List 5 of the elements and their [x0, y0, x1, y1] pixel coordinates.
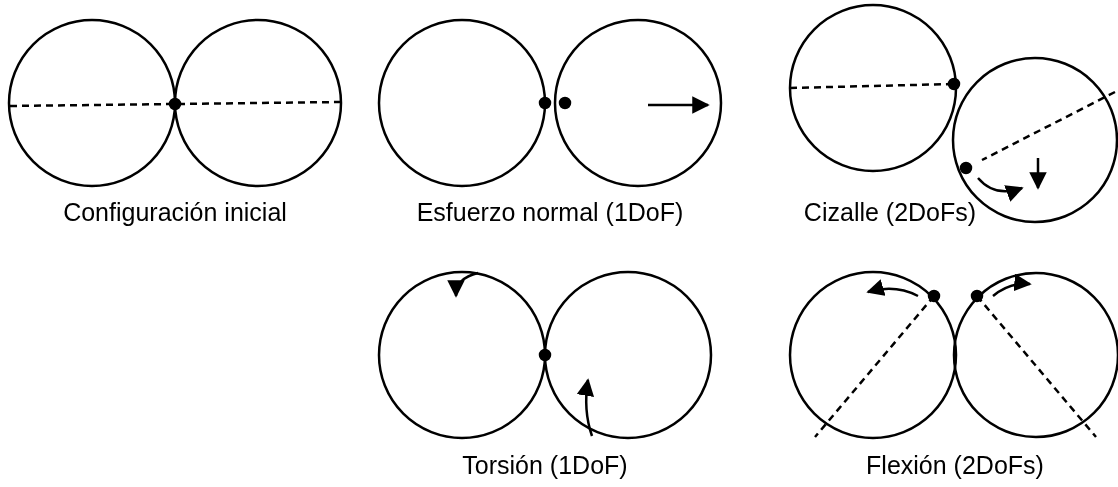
caption: Torsión (1DoF)	[462, 450, 628, 480]
caption: Esfuerzo normal (1DoF)	[416, 197, 684, 227]
caption: Configuración inicial	[63, 197, 287, 227]
caption: Flexión (2DoFs)	[866, 450, 1044, 480]
caption: Cizalle (2DoFs)	[803, 197, 977, 227]
